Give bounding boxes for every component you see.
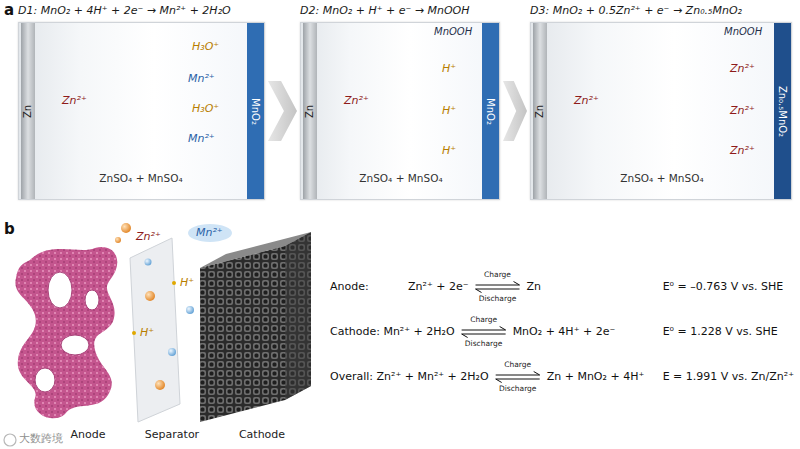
cathode-label: Zn₀.₅MnO₂ (777, 85, 788, 136)
equilibrium-arrows (462, 327, 506, 338)
anode-label: Zn (304, 104, 315, 117)
reaction-equation: MnO₂ + 4H⁺ + 2e⁻ (513, 325, 616, 338)
ion-label: H₃O⁺ (192, 102, 219, 115)
ion-label: Zn²⁺ (730, 144, 755, 157)
reaction-equation: E = 1.991 V vs. Zn/Zn²⁺ (663, 370, 794, 383)
ion-label: Zn²⁺ (730, 104, 755, 117)
ion-label: H⁺ (442, 104, 456, 117)
panel-letter: a (4, 1, 14, 19)
watermark-logo (4, 434, 16, 446)
separator-illustration (130, 238, 180, 422)
anode-illustration (61, 335, 89, 355)
ion-spheres (145, 259, 152, 266)
ion-label: Mn²⁺ (196, 226, 223, 239)
cathode-bar: MnO₂ (247, 23, 264, 199)
cathode-bar: MnO₂ (482, 23, 499, 199)
stage-panel: D1: MnO₂ + 4H⁺ + 2e⁻ → Mn²⁺ + 2H₂O Zn MnO₂ (18, 4, 265, 200)
cathode-label: MnO₂ (485, 98, 496, 125)
equilibrium-arrows (496, 372, 540, 383)
anode-illustration (15, 247, 117, 418)
anode-label: Zn (22, 104, 33, 117)
anode-illustration (85, 290, 99, 310)
reaction-equation: Zn (527, 280, 542, 293)
arrow-condition: Charge (470, 315, 497, 324)
anode-illustration (48, 272, 72, 308)
ion-label: Mn²⁺ (188, 132, 215, 145)
panel-letter: b (4, 220, 15, 238)
ion-label: H⁺ (442, 62, 456, 75)
cathode-bar: Zn₀.₅MnO₂ (774, 23, 791, 199)
arrow-condition: Charge (504, 360, 531, 369)
arrow-condition: Discharge (465, 339, 503, 348)
zinc-anode-bar: Zn (303, 23, 317, 199)
stage-reaction-title: D3: MnO₂ + 0.5Zn²⁺ + e⁻ → Zn₀.₅MnO₂ (530, 4, 792, 18)
stage-transition-arrow (268, 81, 297, 141)
ion-spheres (115, 237, 121, 243)
reaction-equation: Zn + MnO₂ + 4H⁺ (547, 370, 645, 383)
ion-spheres (132, 331, 136, 335)
stage-reaction-title: D2: MnO₂ + H⁺ + e⁻ → MnOOH (300, 4, 500, 18)
part-name: Separator (145, 428, 199, 441)
reaction-equation: Anode: (330, 280, 369, 293)
ion-label: Zn²⁺ (344, 94, 369, 107)
ion-spheres (145, 291, 155, 301)
electrolyte-label: ZnSO₄ + MnSO₄ (99, 172, 182, 185)
arrow-condition: Discharge (479, 294, 517, 303)
ion-label: Mn²⁺ (188, 72, 215, 85)
ion-spheres (115, 223, 232, 390)
ion-spheres (155, 380, 165, 390)
separator-illustration (130, 238, 180, 422)
ion-spheres (186, 306, 194, 314)
ion-label: H⁺ (180, 276, 194, 289)
ion-label: H₃O⁺ (192, 40, 219, 53)
arrow-condition: Charge (484, 270, 511, 279)
ion-label: Zn²⁺ (62, 94, 87, 107)
reaction-equation: Zn²⁺ + 2e⁻ (408, 280, 469, 293)
zinc-anode-bar: Zn (21, 23, 35, 199)
ion-label: H⁺ (442, 144, 456, 157)
reaction-equation: Cathode: Mn²⁺ + 2H₂O (330, 325, 455, 338)
stage-transition-arrow (503, 81, 527, 141)
anode-label: Zn (534, 104, 545, 117)
anode-illustration (35, 272, 99, 392)
ion-spheres (172, 281, 176, 285)
electrolyte-label: ZnSO₄ + MnSO₄ (620, 172, 703, 185)
stage-reaction-title: D1: MnO₂ + 4H⁺ + 2e⁻ → Mn²⁺ + 2H₂O (18, 4, 265, 18)
reaction-equation: Overall: Zn²⁺ + Mn²⁺ + 2H₂O (330, 370, 489, 383)
anode-illustration (35, 368, 55, 392)
ion-label: MnOOH (434, 26, 472, 38)
ion-spheres (188, 224, 232, 242)
cathode-illustration (285, 232, 311, 400)
reaction-equation: E⁰ = –0.763 V vs. SHE (663, 280, 784, 293)
ion-label: Zn²⁺ (136, 230, 161, 243)
cathode-illustration (200, 246, 285, 422)
cathode-illustration (285, 232, 311, 400)
part-name: Cathode (239, 428, 285, 441)
ion-spheres (121, 223, 131, 233)
ion-label: MnOOH (724, 26, 762, 38)
arrow-condition: Discharge (499, 384, 537, 393)
anode-illustration (15, 247, 117, 418)
reaction-equation: E⁰ = 1.228 V vs. SHE (663, 325, 778, 338)
part-name: Anode (71, 428, 106, 441)
equilibrium-arrows (476, 282, 520, 293)
electrolyte-label: ZnSO₄ + MnSO₄ (359, 172, 442, 185)
zinc-anode-bar: Zn (533, 23, 547, 199)
watermark: 大数跨境 (19, 432, 63, 445)
anode-illustration (15, 247, 117, 418)
cathode-label: MnO₂ (250, 98, 261, 125)
ion-label: Zn²⁺ (574, 94, 599, 107)
ion-spheres (168, 348, 176, 356)
ion-label: Zn²⁺ (730, 62, 755, 75)
ion-label: H⁺ (140, 326, 154, 339)
watermark-logo (4, 434, 16, 446)
cathode-illustration (200, 232, 311, 422)
